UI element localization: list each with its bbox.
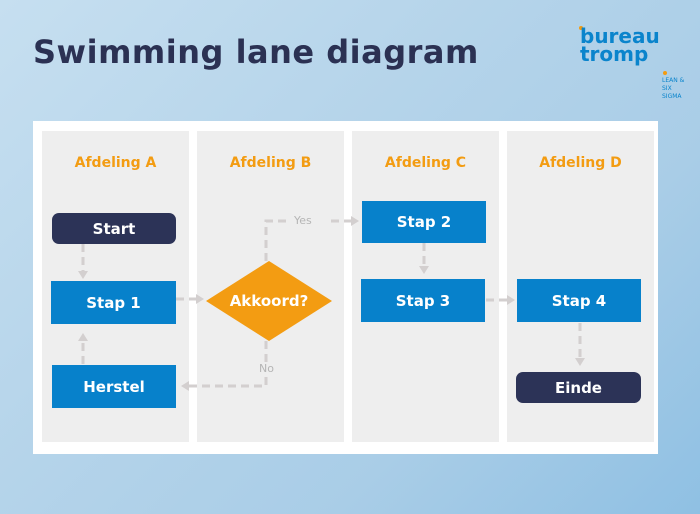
arrow-down-icon — [575, 358, 585, 366]
node-stap-2[interactable]: Stap 2 — [362, 201, 486, 243]
node-herstel[interactable]: Herstel — [52, 365, 176, 408]
logo-tagline: LEAN & SIX SIGMA — [662, 77, 688, 101]
edge-label-yes: Yes — [294, 214, 312, 227]
lane-header: Afdeling D — [539, 155, 622, 171]
logo-dot-icon — [663, 71, 667, 75]
arrow-right-icon — [507, 295, 515, 305]
node-start[interactable]: Start — [52, 213, 176, 244]
node-stap-3[interactable]: Stap 3 — [361, 279, 485, 322]
logo-dot-icon — [579, 26, 583, 30]
arrow-down-icon — [419, 266, 429, 274]
diamond-shape — [206, 261, 332, 341]
node-decision-akkoord[interactable]: Akkoord? — [206, 261, 332, 341]
lane-header: Afdeling C — [384, 155, 467, 171]
node-stap-4[interactable]: Stap 4 — [517, 279, 641, 322]
arrow-up-icon — [78, 333, 88, 341]
bureau-tromp-logo: bureau tromp LEAN & SIX SIGMA — [578, 22, 688, 100]
logo-word-bureau: bureau — [580, 24, 660, 48]
logo-word-tromp: tromp — [580, 42, 649, 66]
logo-tagline-line2: SIX SIGMA — [662, 85, 682, 100]
node-einde[interactable]: Einde — [516, 372, 641, 403]
arrow-right-icon — [196, 294, 204, 304]
edge-label-no: No — [259, 362, 274, 375]
node-stap-1[interactable]: Stap 1 — [51, 281, 176, 324]
diagram-panel: Afdeling A Afdeling B Afdeling C Afdelin… — [33, 121, 658, 454]
arrow-left-icon — [181, 381, 189, 391]
decision-label: Akkoord? — [229, 292, 309, 310]
arrow-right-icon — [351, 216, 359, 226]
logo-tagline-line1: LEAN & — [662, 77, 685, 84]
arrow-down-icon — [78, 271, 88, 279]
lane-header: Afdeling B — [229, 155, 312, 171]
connectors — [78, 216, 585, 391]
lane-header: Afdeling A — [74, 155, 157, 171]
page-title: Swimming lane diagram — [33, 33, 479, 71]
